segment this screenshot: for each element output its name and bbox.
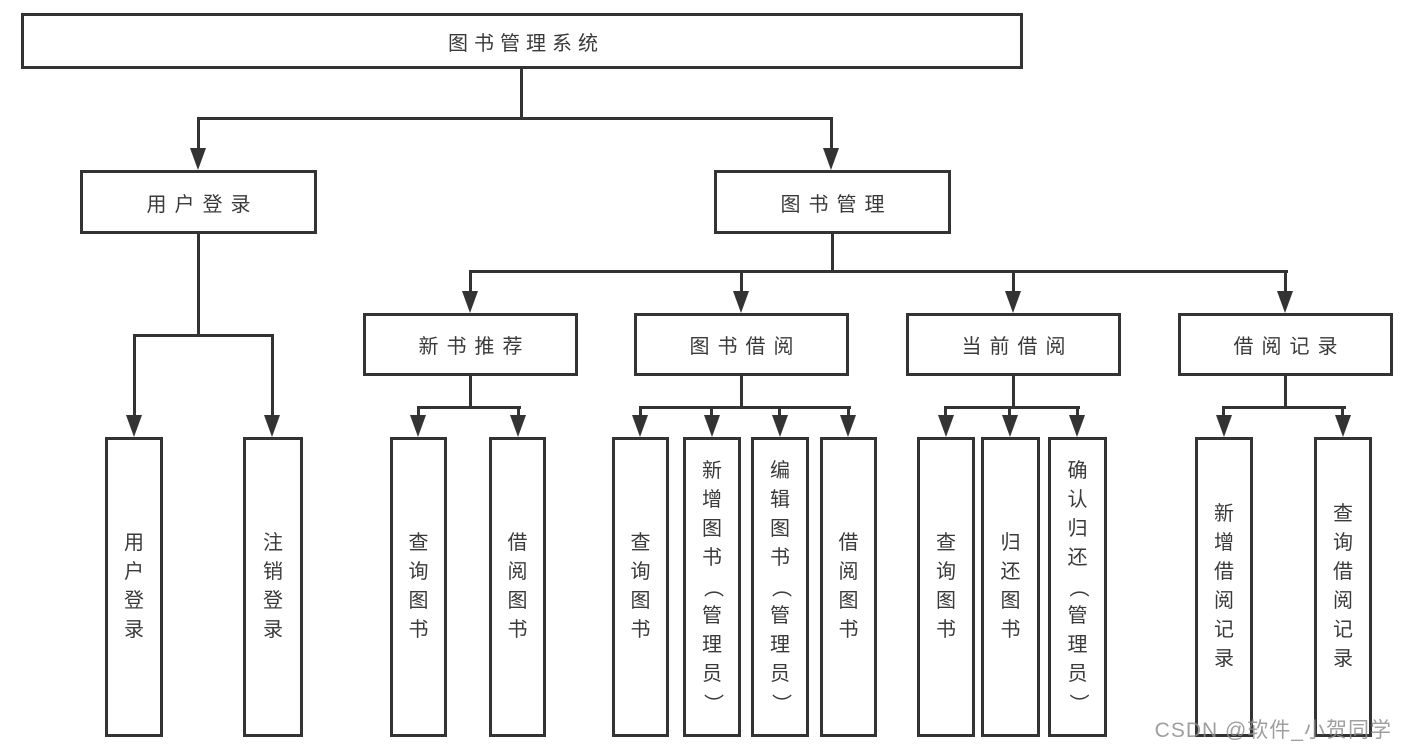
connector-root-stem bbox=[520, 68, 523, 120]
arrowhead-new-books bbox=[462, 291, 478, 313]
node-borrow-records: 借阅记录 bbox=[1178, 313, 1393, 376]
connector-book-mgmt-stem bbox=[830, 117, 833, 150]
node-label: 借阅记录 bbox=[1233, 336, 1346, 358]
node-label: 当前借阅 bbox=[961, 336, 1074, 358]
connector-mgmt-group-stem bbox=[831, 232, 834, 272]
arrowhead-leaf bbox=[840, 415, 856, 437]
connector-leaf-stem bbox=[1284, 270, 1287, 292]
arrowhead-leaf bbox=[938, 415, 954, 437]
connector-leaf-stem bbox=[1222, 406, 1225, 416]
connector-bookborrow-stem bbox=[740, 375, 743, 408]
arrowhead-login-leaf bbox=[126, 415, 142, 437]
connector-user-login-stem bbox=[197, 117, 200, 150]
leaf-add-book-admin: 新增图书（管理员） bbox=[683, 437, 741, 737]
arrowhead-logout-leaf bbox=[264, 415, 280, 437]
leaf-edit-book-admin: 编辑图书（管理员） bbox=[751, 437, 809, 737]
node-book-borrow: 图书借阅 bbox=[634, 313, 849, 376]
arrowhead-leaf bbox=[510, 415, 526, 437]
connector-login-group-rail bbox=[133, 334, 274, 337]
connector-leaf-stem bbox=[1012, 270, 1015, 292]
node-label: 用户登录 bbox=[146, 193, 259, 216]
arrowhead-borrow-records bbox=[1277, 291, 1293, 313]
arrowhead-user-login bbox=[190, 148, 206, 170]
leaf-borrow-books: 借阅图书 bbox=[489, 437, 546, 737]
arrowhead-book-borrow bbox=[733, 291, 749, 313]
connector-bookborrow-rail bbox=[639, 406, 851, 409]
connector-leaf-stem bbox=[517, 406, 520, 416]
node-label: 图书管理 bbox=[780, 193, 893, 216]
leaf-borrow-books: 借阅图书 bbox=[820, 437, 877, 737]
connector-leaf-stem bbox=[847, 406, 850, 416]
connector-level1-rail bbox=[197, 117, 833, 120]
arrowhead-leaf bbox=[410, 415, 426, 437]
connector-leaf-stem bbox=[1076, 406, 1079, 416]
connector-leaf-stem bbox=[740, 270, 743, 292]
connector-leaf-stem bbox=[639, 406, 642, 416]
arrowhead-leaf bbox=[1069, 415, 1085, 437]
connector-leaf-stem bbox=[710, 406, 713, 416]
leaf-logout: 注销登录 bbox=[243, 437, 303, 737]
connector-leaf-stem bbox=[271, 334, 274, 416]
connector-currentborrow-rail bbox=[944, 406, 1080, 409]
connector-leaf-stem bbox=[417, 406, 420, 416]
node-current-borrow: 当前借阅 bbox=[906, 313, 1121, 376]
connector-borrowrecords-stem bbox=[1284, 375, 1287, 408]
connector-leaf-stem bbox=[944, 406, 947, 416]
leaf-query-books: 查询图书 bbox=[390, 437, 447, 737]
connector-mgmt-group-rail bbox=[469, 270, 1288, 273]
node-book-management-system: 图书管理系统 bbox=[21, 13, 1023, 69]
connector-login-group-stem bbox=[197, 232, 200, 337]
connector-newbooks-rail bbox=[417, 406, 521, 409]
connector-newbooks-stem bbox=[469, 375, 472, 408]
leaf-confirm-return-admin: 确认归还（管理员） bbox=[1048, 437, 1107, 737]
arrowhead-current-borrow bbox=[1005, 291, 1021, 313]
leaf-add-borrow-record: 新增借阅记录 bbox=[1195, 437, 1253, 737]
node-book-management: 图书管理 bbox=[714, 170, 951, 234]
csdn-watermark: CSDN @软件_小贺同学 bbox=[1154, 719, 1392, 742]
connector-currentborrow-stem bbox=[1012, 375, 1015, 408]
leaf-user-login: 用户登录 bbox=[105, 437, 163, 737]
arrowhead-leaf bbox=[1002, 415, 1018, 437]
leaf-query-books: 查询图书 bbox=[917, 437, 975, 737]
arrowhead-leaf bbox=[772, 415, 788, 437]
node-label: 图书借阅 bbox=[689, 336, 802, 358]
leaf-query-borrow-record: 查询借阅记录 bbox=[1314, 437, 1372, 737]
connector-leaf-stem bbox=[469, 270, 472, 292]
connector-leaf-stem bbox=[1008, 406, 1011, 416]
arrowhead-leaf bbox=[1216, 415, 1232, 437]
connector-leaf-stem bbox=[1341, 406, 1344, 416]
arrowhead-leaf bbox=[704, 415, 720, 437]
connector-leaf-stem bbox=[778, 406, 781, 416]
node-new-book-recommend: 新书推荐 bbox=[363, 313, 578, 376]
leaf-return-book: 归还图书 bbox=[981, 437, 1040, 737]
arrowhead-leaf bbox=[632, 415, 648, 437]
arrowhead-book-mgmt bbox=[823, 148, 839, 170]
connector-leaf-stem bbox=[133, 334, 136, 416]
node-label: 新书推荐 bbox=[418, 336, 531, 358]
arrowhead-leaf bbox=[1335, 415, 1351, 437]
leaf-query-books: 查询图书 bbox=[612, 437, 669, 737]
node-user-login: 用户登录 bbox=[80, 170, 317, 234]
node-label: 图书管理系统 bbox=[448, 32, 604, 55]
connector-borrowrecords-rail bbox=[1223, 406, 1346, 409]
